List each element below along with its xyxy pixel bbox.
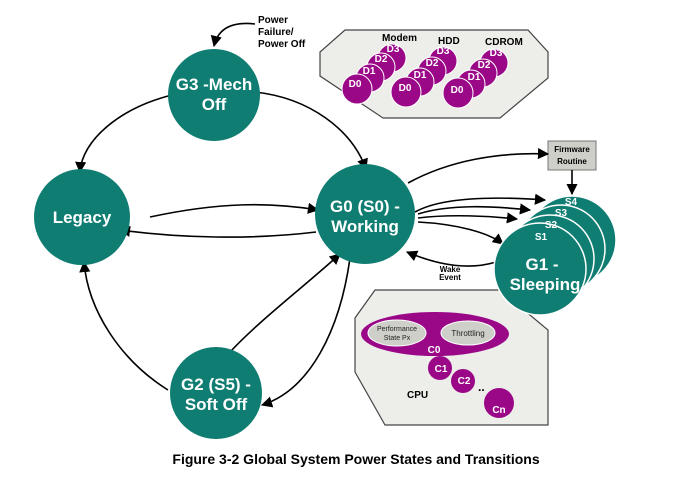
g0-to-g2-arrow — [260, 257, 351, 408]
power-failure-line3: Power Off — [258, 39, 306, 50]
firmware-line1: Firmware — [554, 145, 590, 154]
s1-circle — [493, 222, 587, 316]
hdd-d1-label: D1 — [414, 70, 427, 81]
g0-circle — [315, 164, 415, 264]
cn-label: Cn — [492, 405, 505, 416]
cdrom-d0-label: D0 — [451, 85, 464, 96]
g2-line2: Soft Off — [185, 395, 248, 414]
g3-line2: Off — [202, 95, 227, 114]
modem-d0-label: D0 — [349, 79, 362, 90]
performance-state-line1: Performance — [377, 326, 417, 333]
wake-event-arrow — [405, 250, 497, 267]
g2-line1: G2 (S5) - — [181, 375, 251, 394]
legacy-to-g0-arrow — [149, 202, 320, 218]
cdrom-d0-circle — [442, 77, 474, 109]
g0-line2: Working — [331, 217, 399, 236]
legacy-circle — [34, 169, 130, 265]
modem-d1-label: D1 — [363, 66, 376, 77]
g0-to-s4-arrow — [414, 193, 547, 213]
modem-d0-circle — [341, 73, 373, 105]
g3-to-legacy-arrow — [75, 94, 173, 174]
wake-event-line1: Wake — [440, 265, 461, 274]
cn-circle — [484, 388, 514, 418]
g3-circle — [168, 49, 260, 141]
hdd-d0-label: D0 — [399, 83, 412, 94]
c2-circle — [451, 369, 475, 393]
wake-event-line2: Event — [439, 273, 461, 282]
power-failure-line1: Power — [258, 15, 288, 26]
c1-label: C1 — [435, 364, 448, 375]
performance-state-oval — [367, 319, 427, 347]
cdrom-device-stack: CDROM D3 D2 D1 D0 — [442, 37, 523, 109]
s2-label: S2 — [545, 220, 558, 231]
modem-d3-label: D3 — [387, 44, 400, 55]
g1-sleeping-stack: S4 S3 S2 S1 G1 - Sleeping — [493, 195, 617, 316]
figure-caption: Figure 3-2 Global System Power States an… — [172, 451, 539, 467]
power-failure-line2: Failure/ — [258, 27, 294, 38]
g1-line1: G1 - — [525, 255, 558, 274]
s4-label: S4 — [565, 197, 578, 208]
s1-label: S1 — [535, 232, 548, 243]
g2-circle — [170, 347, 262, 439]
g0-to-s1-arrow — [417, 221, 504, 245]
modem-d2-label: D2 — [375, 54, 388, 65]
hdd-d3-label: D3 — [437, 46, 450, 57]
cdrom-d3-label: D3 — [490, 48, 503, 59]
firmware-line2: Routine — [557, 157, 587, 166]
hdd-d2-label: D2 — [426, 58, 439, 69]
hdd-label: HDD — [438, 36, 460, 47]
g0-to-s3-arrow — [417, 203, 532, 215]
throttling-label: Throttling — [451, 329, 484, 338]
modem-device-stack: Modem D3 D2 D1 D0 — [341, 33, 417, 105]
c0-label: C0 — [428, 345, 441, 356]
hdd-device-stack: HDD D3 D2 D1 D0 — [390, 36, 460, 108]
g0-to-firmware-arrow — [407, 147, 550, 184]
cdrom-d2-label: D2 — [478, 60, 491, 71]
g3-to-g0-arrow — [254, 91, 368, 171]
g0-line1: G0 (S0) - — [330, 197, 400, 216]
c1-circle — [428, 356, 452, 380]
modem-label: Modem — [382, 33, 417, 44]
performance-state-line2: State Px — [384, 335, 411, 342]
cdrom-d1-label: D1 — [468, 72, 481, 83]
legacy-node: Legacy — [34, 169, 130, 265]
g0-to-s2-arrow — [417, 212, 519, 224]
cstate-ellipsis: .. — [478, 380, 485, 394]
g1-line2: Sleeping — [510, 275, 581, 294]
g0-to-legacy-arrow — [118, 225, 317, 238]
s3-label: S3 — [555, 208, 568, 219]
power-failure-arrow — [210, 22, 256, 48]
cdrom-label: CDROM — [485, 37, 523, 48]
g2-to-g0-arrow — [229, 253, 341, 353]
legacy-label: Legacy — [53, 208, 112, 227]
throttling-oval — [440, 320, 496, 346]
cpu-label: CPU — [407, 390, 428, 401]
g2-to-legacy-arrow — [79, 260, 169, 391]
hdd-d0-circle — [390, 76, 422, 108]
g3-line1: G3 -Mech — [176, 75, 253, 94]
g2-soft-off-node: G2 (S5) - Soft Off — [170, 347, 262, 439]
c2-label: C2 — [458, 376, 471, 387]
g3-mech-off-node: G3 -Mech Off — [168, 49, 260, 141]
g0-working-node: G0 (S0) - Working — [315, 164, 415, 264]
